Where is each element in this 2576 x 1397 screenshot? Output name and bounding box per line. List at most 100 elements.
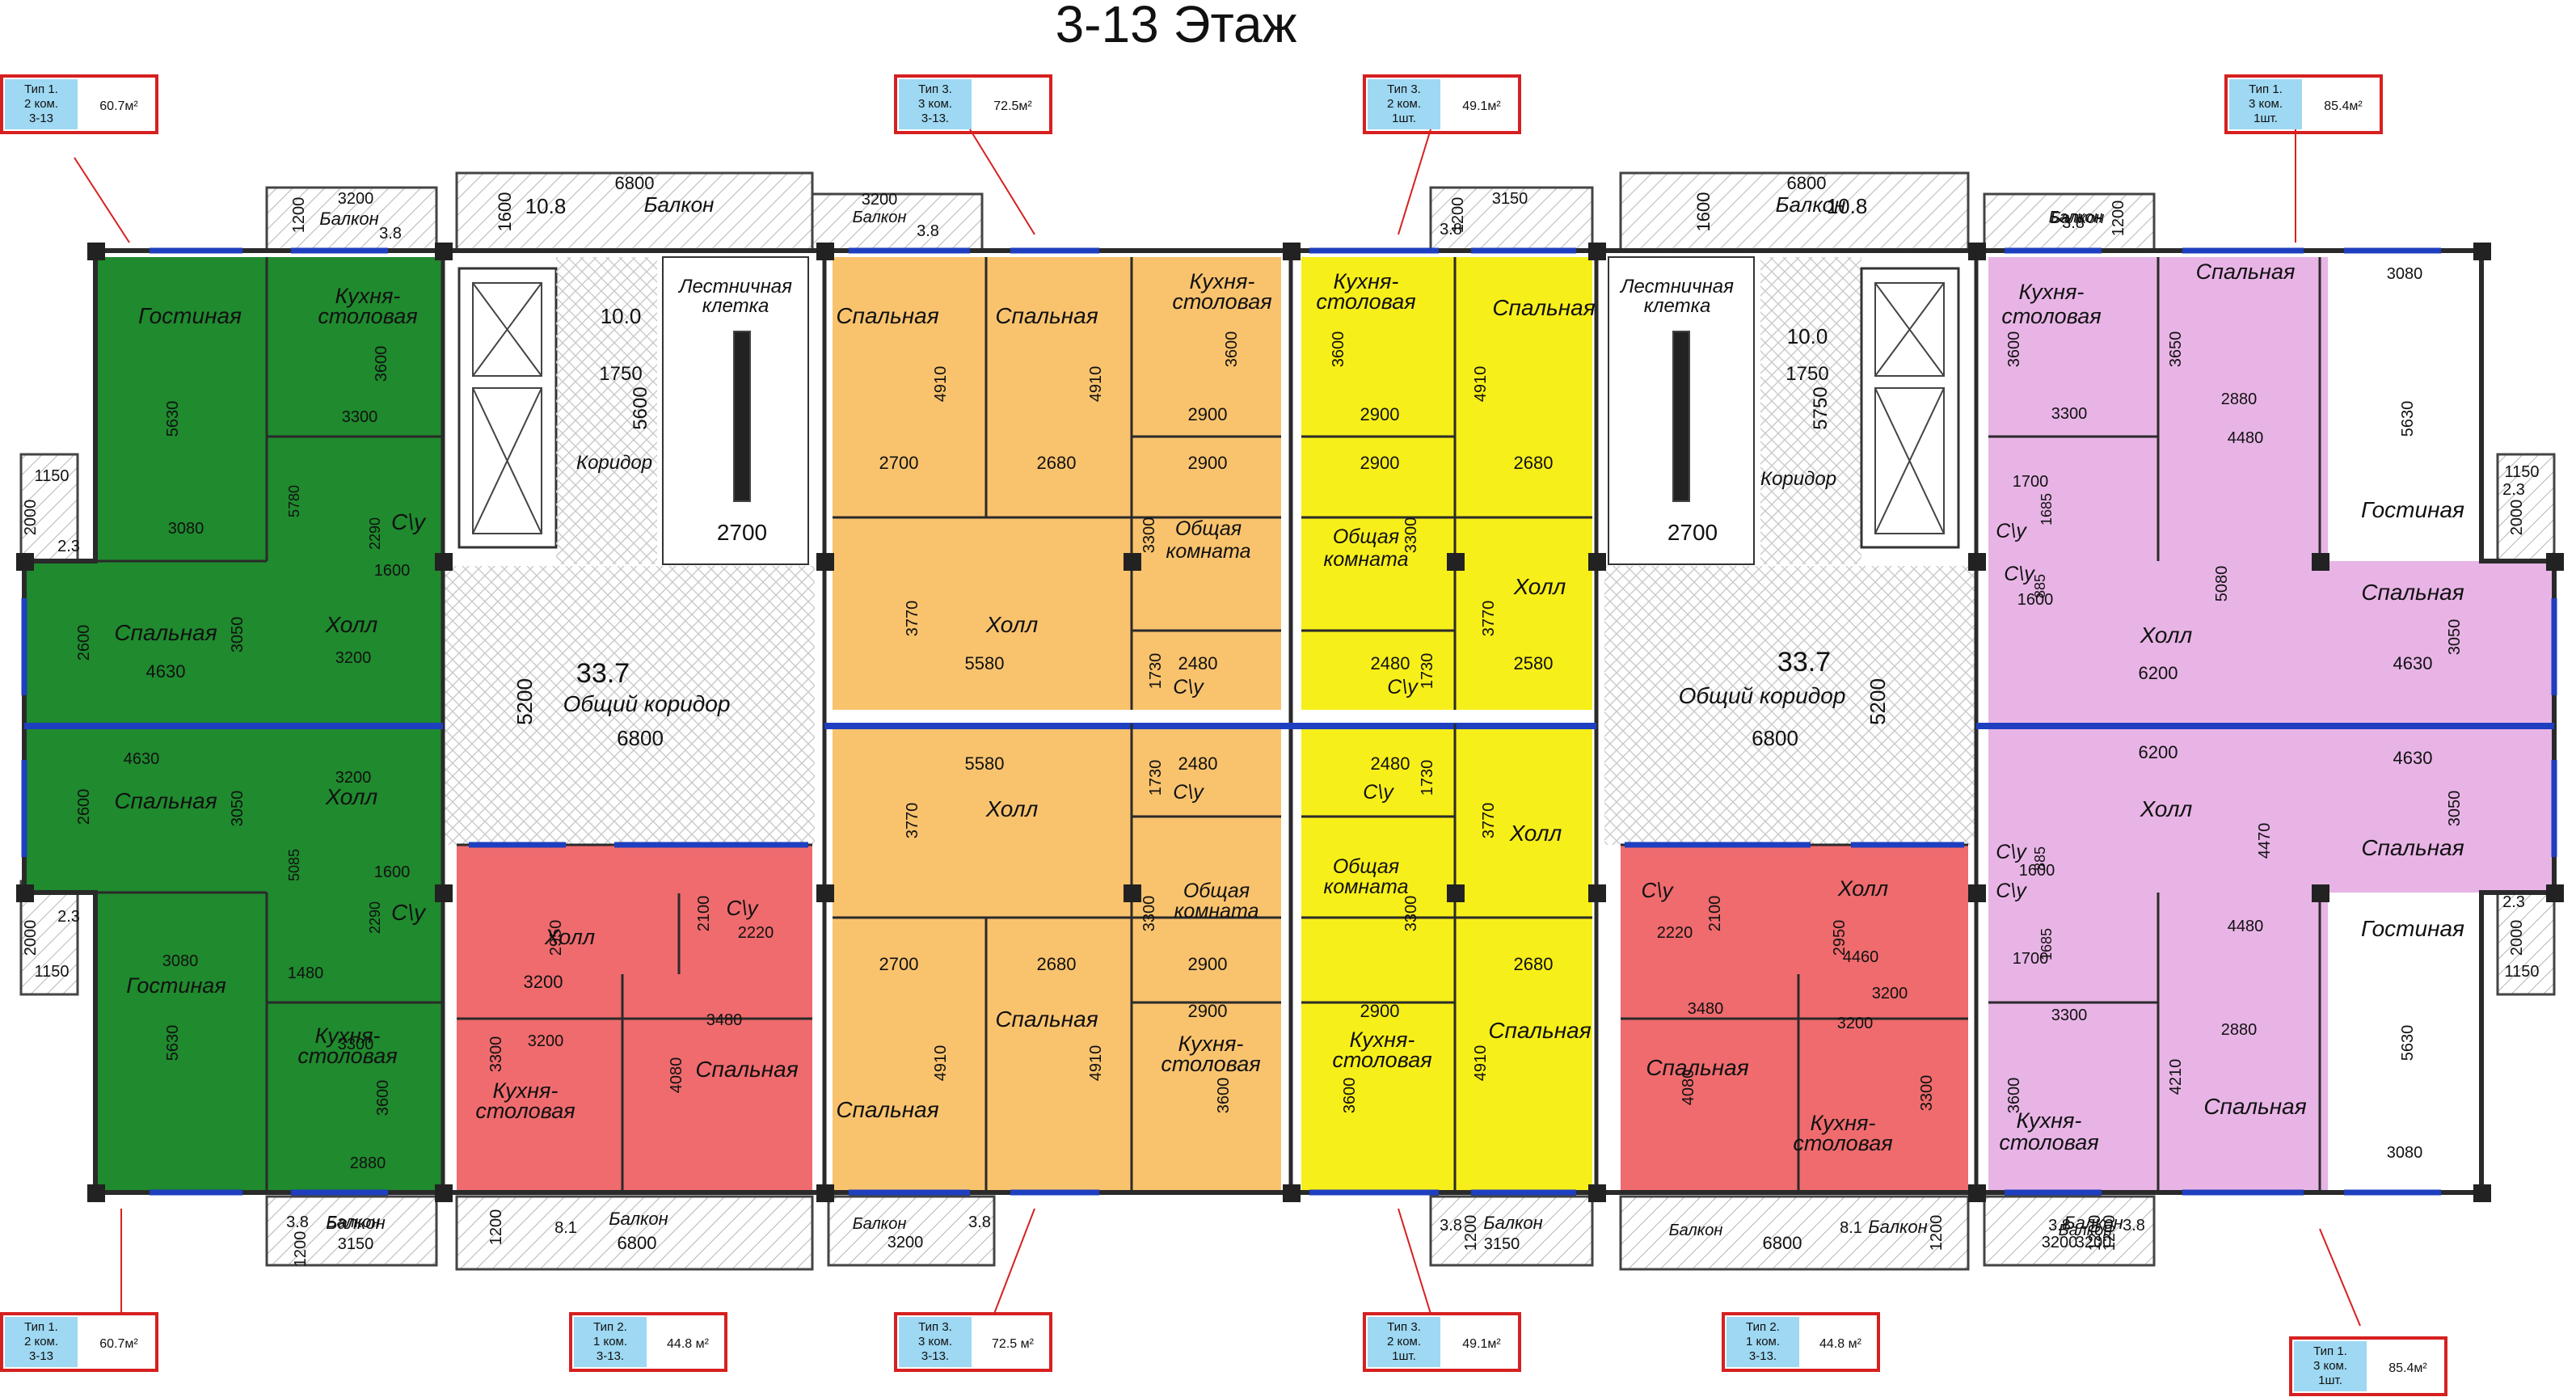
room-label: Лестничная	[677, 276, 792, 298]
tag-line: Тип 2.	[593, 1320, 627, 1334]
tag-area: 60.7м²	[99, 1337, 138, 1351]
dimension-label: 5085	[286, 849, 302, 881]
dimension-label: 2700	[879, 954, 919, 974]
tag-line: Тип 1.	[24, 1320, 58, 1334]
apt-yellow-bottom	[1301, 724, 1592, 1192]
balcony-top-center-left	[455, 171, 814, 252]
room-label: Балкон	[2049, 209, 2103, 226]
dimension-label: 3.8	[968, 1213, 991, 1231]
dimension-label: 3200	[338, 190, 374, 208]
tag-line: 1 ком.	[1746, 1335, 1780, 1348]
dimension-label: 3080	[162, 952, 199, 970]
dimension-label: 3080	[2387, 265, 2423, 283]
balcony-bottom-mid-right	[1429, 1195, 1594, 1267]
tag-line: 3-13.	[597, 1349, 624, 1363]
dimension-label: 6800	[615, 173, 655, 193]
dimension-label: 8.1	[554, 1219, 577, 1237]
room-label: Спальная	[2361, 580, 2464, 605]
dimension-label: 2900	[1188, 954, 1228, 974]
dimension-label: 4910	[932, 366, 950, 403]
tag-line: 3-13.	[1749, 1349, 1777, 1363]
room-label: Холл	[544, 925, 595, 949]
dimension-label: 3480	[706, 1011, 743, 1029]
room-label: Кухня-	[1334, 269, 1399, 293]
dimension-label: 3200	[1837, 1015, 1874, 1032]
room-label: комната	[1174, 900, 1259, 922]
dimension-label: 1600	[495, 192, 515, 232]
room-label: Спальная	[995, 303, 1098, 328]
tag-area: 44.8 м²	[667, 1337, 710, 1351]
dimension-label: 33.7	[576, 658, 630, 689]
balcony-bottom-mid-left	[827, 1195, 996, 1267]
room-label: Балкон	[1776, 192, 1846, 217]
dimension-label: 3300	[1140, 517, 1158, 554]
room-label: клетка	[1644, 295, 1711, 317]
dimension-label: 3.8	[917, 222, 939, 240]
room-label: Кухня-	[335, 284, 401, 308]
room-label: Общая	[1333, 525, 1399, 548]
dimension-label: 4080	[1680, 1070, 1697, 1106]
leader-arrows	[74, 129, 2361, 1327]
room-label: Кухня-	[315, 1023, 381, 1048]
dimension-label: 3650	[2167, 331, 2185, 368]
dimension-label: 3200	[862, 191, 898, 209]
balcony-bottom-center-right	[1619, 1195, 1970, 1271]
dimension-label: 3050	[229, 791, 247, 827]
tag-area: 85.4м²	[2324, 99, 2363, 113]
walls	[21, 247, 2557, 1196]
dimension-label: 2700	[1667, 520, 1718, 545]
room-label: комната	[1166, 540, 1251, 563]
apt-green-bottom	[95, 893, 443, 1192]
room-label: Балкон	[2059, 1222, 2113, 1239]
dimension-label: 2000	[2508, 920, 2526, 956]
balcony-top-mid-right	[1429, 186, 1594, 252]
room-label: Спальная	[114, 620, 217, 645]
room-label: столовая	[1999, 1130, 2098, 1154]
tag-line: Тип 3.	[1387, 82, 1421, 96]
room-label: столовая	[318, 304, 417, 328]
dimension-label: 6800	[618, 1233, 657, 1253]
dimension-label: 1200	[2110, 200, 2127, 237]
dimension-label: 2220	[1657, 924, 1693, 942]
dimension-label: 5200	[1866, 678, 1890, 725]
room-label: Кухня-	[2017, 1108, 2082, 1133]
room-label: столовая	[1316, 289, 1415, 314]
dimension-label: 5630	[2399, 1025, 2417, 1061]
room-label: комната	[1324, 548, 1409, 571]
room-label: Кухня-	[2019, 280, 2085, 304]
tag-area: 49.1м²	[1462, 99, 1501, 113]
dimension-label: 3600	[2005, 1078, 2023, 1114]
room-label: С\у	[391, 900, 427, 925]
dimension-label: 1150	[2504, 463, 2539, 481]
dimension-label: 1200	[1462, 1215, 1480, 1251]
apt-orange-bottom	[833, 724, 1281, 1192]
room-label: Холл	[985, 796, 1039, 821]
room-label: Балкон	[2064, 1213, 2123, 1233]
dimension-label: 2.3	[57, 538, 80, 555]
dimension-label: 2900	[1360, 453, 1400, 473]
balconies	[19, 171, 2556, 1271]
tag-line: 1 ком.	[593, 1335, 627, 1348]
dimension-label: 3150	[338, 1235, 374, 1253]
room-label: столовая	[2001, 304, 2101, 328]
dimension-label: 3600	[2005, 331, 2023, 368]
dimension-label: 4910	[1472, 1045, 1490, 1082]
room-label: столовая	[1161, 1052, 1260, 1076]
dimension-label: 4910	[1472, 366, 1490, 403]
dimension-label: 4910	[932, 1045, 950, 1082]
room-label: Общая	[1333, 855, 1399, 878]
dimension-label: 3.8	[1440, 1217, 1462, 1235]
tag-line: Тип 2.	[1746, 1320, 1780, 1334]
balcony-top-right	[1983, 192, 2156, 252]
dimension-label: 2600	[75, 789, 93, 825]
dimension-label: 2000	[22, 500, 40, 536]
balcony-top-left	[265, 186, 438, 252]
room-label: Балкон	[1483, 1213, 1542, 1233]
dimension-label: 4080	[668, 1057, 685, 1094]
dimension-label: 4630	[124, 750, 160, 768]
room-label: С\у	[2004, 563, 2035, 585]
room-label: Холл	[1509, 821, 1562, 846]
